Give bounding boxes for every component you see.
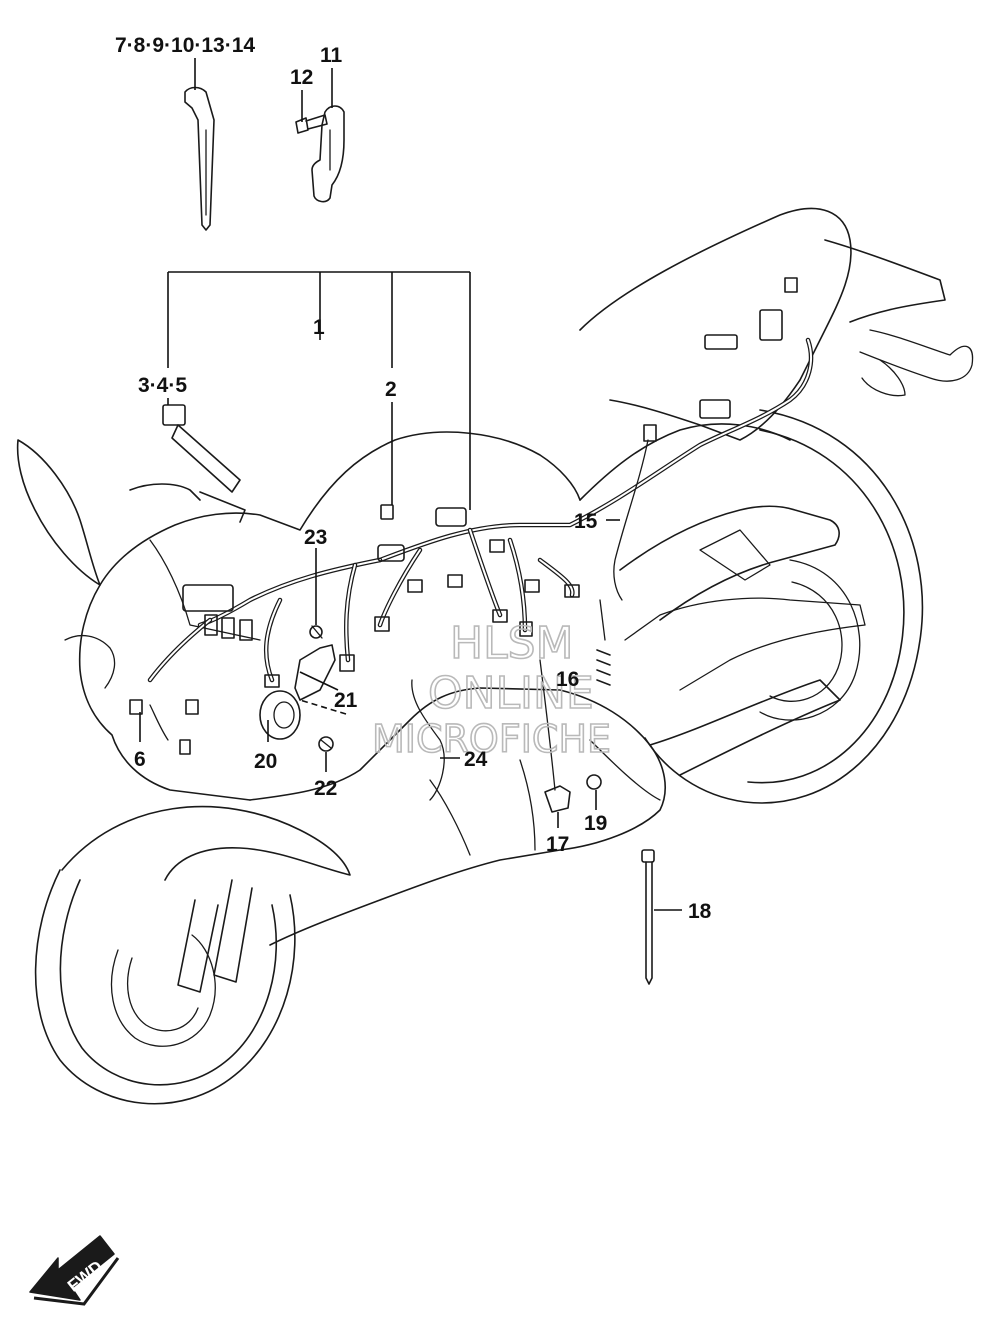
- callout-21: 21: [334, 689, 358, 712]
- handlebar-left: [129, 483, 201, 501]
- callout-15: 15: [574, 510, 598, 533]
- watermark-line-2: ONLINE: [428, 668, 594, 719]
- front-wheel: [34, 869, 296, 1105]
- motorcycle-outline: [16, 207, 974, 1105]
- callout-3-5: 3·4·5: [138, 374, 187, 397]
- sensor-15: [613, 439, 649, 601]
- rear-wheel: [644, 409, 924, 804]
- main-wiring-harness: [147, 337, 814, 683]
- callout-1: 1: [313, 316, 325, 339]
- fuse: [380, 504, 394, 520]
- horn-20: [259, 690, 301, 740]
- bolt-23: [309, 625, 323, 639]
- front-fork: [177, 879, 253, 993]
- harness-connectors: [129, 277, 798, 755]
- cable-24: [411, 659, 556, 801]
- leader-lines: [139, 58, 682, 911]
- callout-12: 12: [290, 66, 313, 89]
- callout-23: 23: [304, 526, 327, 549]
- windscreen: [16, 439, 101, 586]
- callout-labels: 7·8·9·10·13·14 11 12 1 3·4·5 2 15 23 16 …: [115, 34, 712, 923]
- callout-20: 20: [254, 750, 277, 773]
- fwd-arrow: FWD: [29, 1235, 120, 1306]
- fuel-tank: [579, 423, 791, 501]
- callout-6: 6: [134, 748, 146, 771]
- handlebar-right: [171, 424, 246, 523]
- cable-tie-18: [641, 849, 655, 985]
- bolt-22: [318, 736, 334, 752]
- watermark-line-1: HLSM: [450, 618, 574, 669]
- spring-16: [596, 599, 611, 686]
- lower-cowl: [249, 687, 666, 946]
- callout-19: 19: [584, 812, 607, 835]
- callout-17: 17: [546, 833, 569, 856]
- callout-11: 11: [320, 44, 343, 67]
- rear-frame: [619, 505, 840, 621]
- bracket-21: [294, 644, 336, 701]
- cable-tie-clamp: [184, 86, 215, 231]
- front-fender: [61, 805, 351, 881]
- callout-18: 18: [688, 900, 712, 923]
- callout-22: 22: [314, 777, 337, 800]
- seat: [579, 207, 852, 441]
- callout-7-14: 7·8·9·10·13·14: [115, 34, 255, 57]
- part-6: [149, 704, 169, 741]
- bracket-11: [311, 105, 345, 203]
- bolt-19: [586, 774, 602, 790]
- watermark: HLSM ONLINE MICROFICHE: [371, 617, 612, 762]
- callout-24: 24: [464, 748, 488, 771]
- callout-2: 2: [385, 378, 397, 401]
- front-fairing: [99, 431, 581, 586]
- tail-cowl: [824, 239, 946, 323]
- watermark-line-3: MICROFICHE: [372, 717, 611, 761]
- bracket-17: [544, 785, 571, 813]
- relay: [162, 404, 186, 426]
- swingarm: [649, 679, 841, 776]
- callout-16: 16: [556, 668, 579, 691]
